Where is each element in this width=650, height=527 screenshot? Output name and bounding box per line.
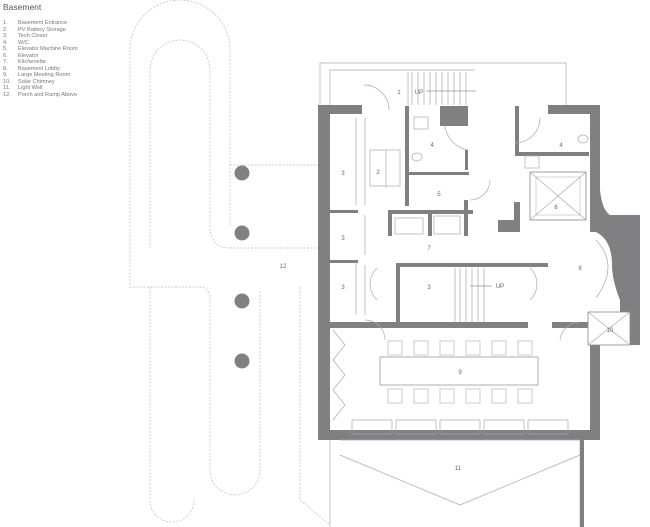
window-seats (351, 419, 569, 435)
legend-item: 9. Large Meeting Room (3, 72, 78, 79)
chair (387, 340, 403, 356)
legend-label: Light Well (18, 85, 43, 91)
room-label: 7 (427, 246, 431, 252)
sliding-door-marks (355, 118, 387, 315)
room-label: 9 (458, 370, 462, 376)
legend-item: 2. PV Battery Storage (3, 27, 78, 34)
legend-label: Basement Entrance (18, 20, 68, 26)
legend-number: 11. (3, 85, 11, 91)
cabinet (394, 217, 424, 235)
legend-number: 7. (3, 59, 8, 65)
room-label: 3 (341, 236, 345, 242)
folding-partition (332, 329, 346, 421)
plan-title: Basement (3, 2, 42, 12)
battery-rack (369, 149, 401, 187)
entrance-stair (319, 62, 567, 111)
legend-label: W/C (18, 39, 29, 46)
column (234, 165, 250, 181)
legend-label: Porch and Ramp Above (18, 91, 78, 98)
room-label: 4 (559, 143, 563, 149)
legend-item: 1. Basement Entrance (3, 20, 78, 27)
legend-item: 5. Elevator Machine Room (3, 46, 78, 53)
chair (439, 340, 455, 356)
legend-number: 1. (3, 20, 8, 26)
porch-ramp-outline (129, 0, 331, 526)
room-label: 5 (437, 192, 441, 198)
chair (413, 388, 429, 404)
elevator-shaft (529, 171, 587, 221)
room-label: 3 (427, 285, 431, 291)
room-label: 10 (607, 328, 614, 334)
chair (491, 388, 507, 404)
legend-label: Tech Closet (18, 33, 48, 39)
legend-item: 12. Porch and Ramp Above (3, 92, 78, 99)
toilet (411, 152, 423, 162)
chair (465, 388, 481, 404)
solar-chimney (587, 311, 631, 346)
legend-number: 4. (3, 39, 8, 46)
chair (439, 388, 455, 404)
room-label: 3 (341, 285, 345, 291)
sink (524, 155, 540, 169)
room-label: 2 (376, 170, 380, 176)
legend-item: 4. W/C (3, 40, 78, 47)
sink (413, 116, 429, 130)
stair-up-label: UP (496, 284, 504, 290)
legend-number: 10. (3, 78, 11, 85)
column (234, 353, 250, 369)
doors (364, 117, 609, 341)
toilet (577, 134, 589, 144)
legend-label: Solar Chimney (18, 78, 55, 85)
light-well (329, 439, 584, 527)
legend-number: 5. (3, 46, 8, 52)
chair (465, 340, 481, 356)
chair (517, 388, 533, 404)
chairs (387, 340, 533, 404)
legend-label: Basement Lobby (18, 65, 60, 72)
room-label: 11 (455, 466, 462, 472)
room-label: 12 (280, 264, 287, 270)
legend-number: 12. (3, 91, 11, 98)
lower-stair (454, 268, 492, 322)
cabinet (433, 215, 461, 235)
legend-label: PV Battery Storage (18, 26, 66, 33)
legend-label: Kitchenette (18, 59, 46, 65)
legend-number: 6. (3, 52, 8, 59)
legend-item: 6. Elevator (3, 53, 78, 60)
legend-item: 11. Light Well (3, 85, 78, 92)
room-label: 6 (554, 205, 558, 211)
room-label: 4 (430, 143, 434, 149)
legend-item: 10. Solar Chimney (3, 79, 78, 86)
legend-number: 2. (3, 26, 8, 33)
legend-item: 3. Tech Closet (3, 33, 78, 40)
chair (413, 340, 429, 356)
column (234, 293, 250, 309)
room-label: 1 (397, 90, 401, 96)
legend-item: 8. Basement Lobby (3, 66, 78, 73)
room-label: 3 (341, 171, 345, 177)
room-label: 8 (578, 266, 582, 272)
legend-number: 8. (3, 65, 8, 72)
legend-item: 7. Kitchenette (3, 59, 78, 66)
chair (517, 340, 533, 356)
walls (318, 105, 640, 440)
column (234, 225, 250, 241)
chair (491, 340, 507, 356)
legend-number: 9. (3, 72, 8, 78)
legend-label: Large Meeting Room (18, 72, 71, 78)
legend-label: Elevator Machine Room (18, 46, 78, 52)
legend-number: 3. (3, 33, 8, 39)
stair-up-label: UP (415, 90, 423, 96)
chair (387, 388, 403, 404)
meeting-table (379, 356, 539, 386)
legend: 1. Basement Entrance 2. PV Battery Storage… (3, 20, 78, 98)
legend-label: Elevator (18, 52, 39, 59)
